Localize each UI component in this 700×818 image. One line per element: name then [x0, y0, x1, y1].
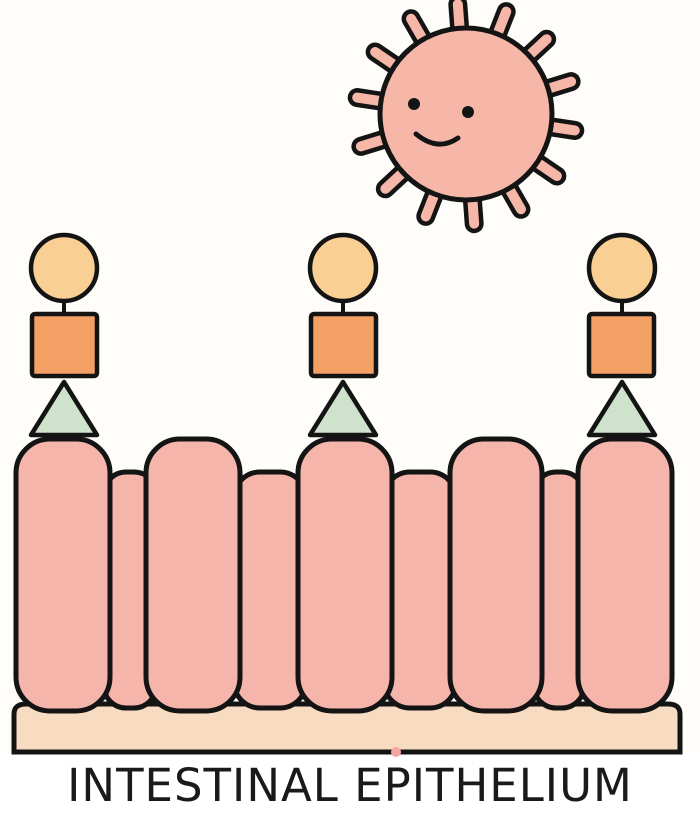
receptor-circle	[589, 235, 655, 301]
receptor-square	[311, 314, 376, 376]
epithelial-cell-tall	[450, 439, 542, 711]
epithelial-cell-short	[234, 472, 306, 708]
epithelial-cell-tall	[16, 439, 110, 711]
virus-left-eye	[408, 98, 420, 110]
virus-right-eye	[462, 106, 474, 118]
receptor-square	[32, 314, 97, 376]
epithelial-cell-tall	[298, 439, 392, 711]
receptor-circle	[310, 235, 376, 301]
epithelial-cell-tall	[146, 439, 240, 711]
diagram-title: INTESTINAL EPITHELIUM	[0, 752, 700, 818]
receptor-circle	[31, 235, 97, 301]
receptor-square	[589, 314, 654, 376]
epithelial-cell-tall	[578, 439, 672, 711]
epithelial-cell-short	[384, 472, 456, 708]
